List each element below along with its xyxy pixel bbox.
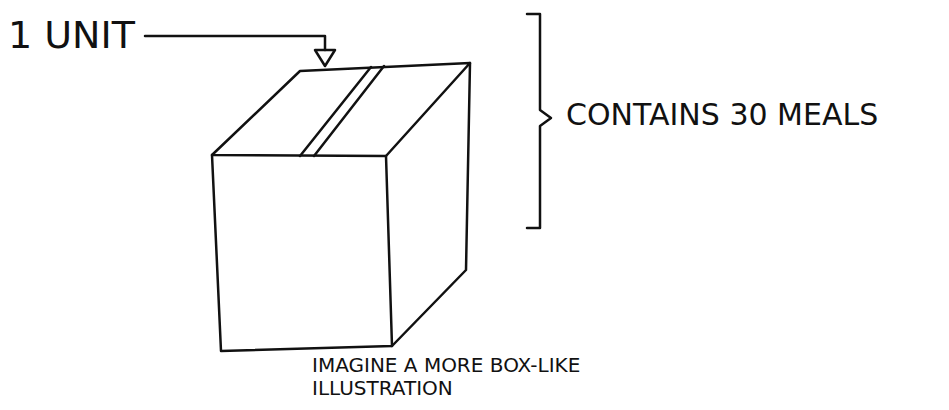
leader-arrow <box>145 36 325 50</box>
unit-label: 1 UNIT <box>8 14 135 58</box>
arrow-head <box>315 50 335 66</box>
box-tape <box>300 66 384 156</box>
note-text: IMAGINE A MORE BOX-LIKE ILLUSTRATION <box>312 354 612 400</box>
contents-label: CONTAINS 30 MEALS <box>566 98 878 133</box>
box-top <box>212 63 470 156</box>
bracket <box>527 14 551 228</box>
box-front <box>212 155 392 351</box>
box-side <box>392 63 470 346</box>
